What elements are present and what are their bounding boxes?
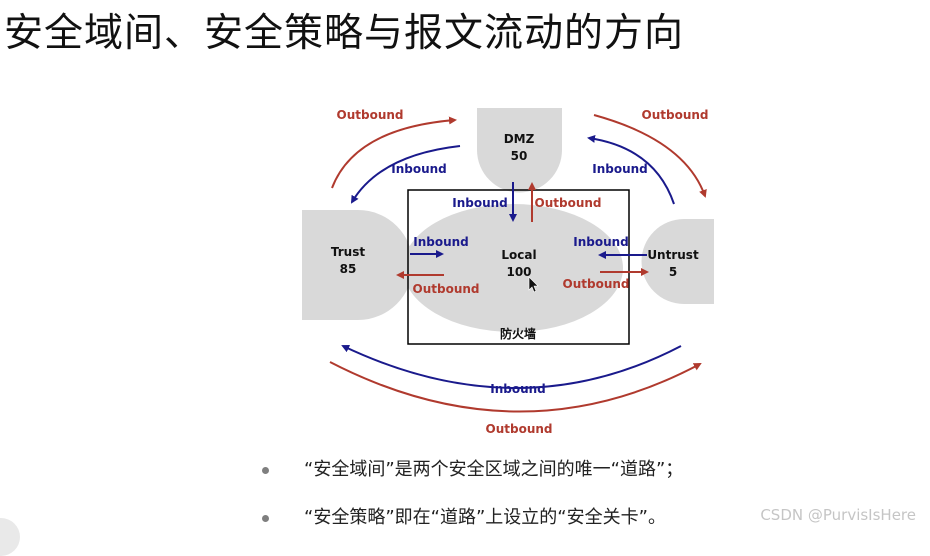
dmz-priority: 50 bbox=[511, 149, 528, 163]
outbound-label-upper-left: Outbound bbox=[337, 108, 404, 122]
outbound-label-trust-local: Outbound bbox=[413, 282, 480, 296]
mouse-cursor-icon bbox=[528, 276, 539, 293]
bullet-text: “安全域间”是两个安全区域之间的唯一“道路”； bbox=[304, 459, 684, 480]
outbound-arrow-trust-dmz bbox=[331, 116, 457, 189]
bullet-dot-icon bbox=[262, 515, 269, 522]
page-title: 安全域间、安全策略与报文流动的方向 bbox=[4, 11, 685, 56]
outbound-label-upper-right: Outbound bbox=[642, 108, 709, 122]
bullet-item: “安全域间”是两个安全区域之间的唯一“道路”； bbox=[262, 452, 683, 500]
untrust-zone-shape bbox=[641, 219, 714, 304]
dmz-zone-shape bbox=[477, 108, 562, 193]
inbound-label-upper-right: Inbound bbox=[592, 162, 648, 176]
inbound-arrow-untrust-dmz bbox=[587, 134, 675, 205]
zone-diagram: DMZ 50 Trust 85 Untrust 5 Local 100 防火墙 … bbox=[302, 108, 714, 436]
local-zone-shape bbox=[403, 204, 623, 332]
outbound-label-untrust-local: Outbound bbox=[563, 277, 630, 291]
watermark: CSDN @PurvisIsHere bbox=[760, 506, 916, 524]
bullet-list: “安全域间”是两个安全区域之间的唯一“道路”； “安全策略”即在“道路”上设立的… bbox=[262, 452, 683, 548]
local-name: Local bbox=[501, 248, 536, 262]
bullet-text: “安全策略”即在“道路”上设立的“安全关卡”。 bbox=[304, 507, 666, 528]
trust-priority: 85 bbox=[340, 262, 357, 276]
trust-name: Trust bbox=[331, 245, 365, 259]
local-priority: 100 bbox=[506, 265, 531, 279]
inbound-label-untrust-local: Inbound bbox=[573, 235, 629, 249]
untrust-name: Untrust bbox=[647, 248, 699, 262]
outbound-arrow-trust-untrust bbox=[329, 361, 702, 413]
inbound-label-upper-left: Inbound bbox=[391, 162, 447, 176]
firewall-label: 防火墙 bbox=[500, 326, 536, 341]
outbound-label-bottom: Outbound bbox=[486, 422, 553, 436]
firewall-box bbox=[407, 189, 630, 345]
dmz-name: DMZ bbox=[504, 132, 535, 146]
bullet-dot-icon bbox=[262, 467, 269, 474]
inbound-label-trust-local: Inbound bbox=[413, 235, 469, 249]
outbound-arrow-dmz-untrust bbox=[593, 114, 707, 198]
untrust-priority: 5 bbox=[669, 265, 677, 279]
outbound-label-dmz-local: Outbound bbox=[535, 196, 602, 210]
trust-zone-shape bbox=[302, 210, 413, 320]
bullet-item: “安全策略”即在“道路”上设立的“安全关卡”。 bbox=[262, 500, 683, 548]
inbound-label-bottom: Inbound bbox=[490, 382, 546, 396]
inbound-arrow-dmz-trust bbox=[350, 145, 461, 204]
inbound-arrow-untrust-trust bbox=[341, 344, 682, 389]
inbound-label-dmz-local: Inbound bbox=[452, 196, 508, 210]
